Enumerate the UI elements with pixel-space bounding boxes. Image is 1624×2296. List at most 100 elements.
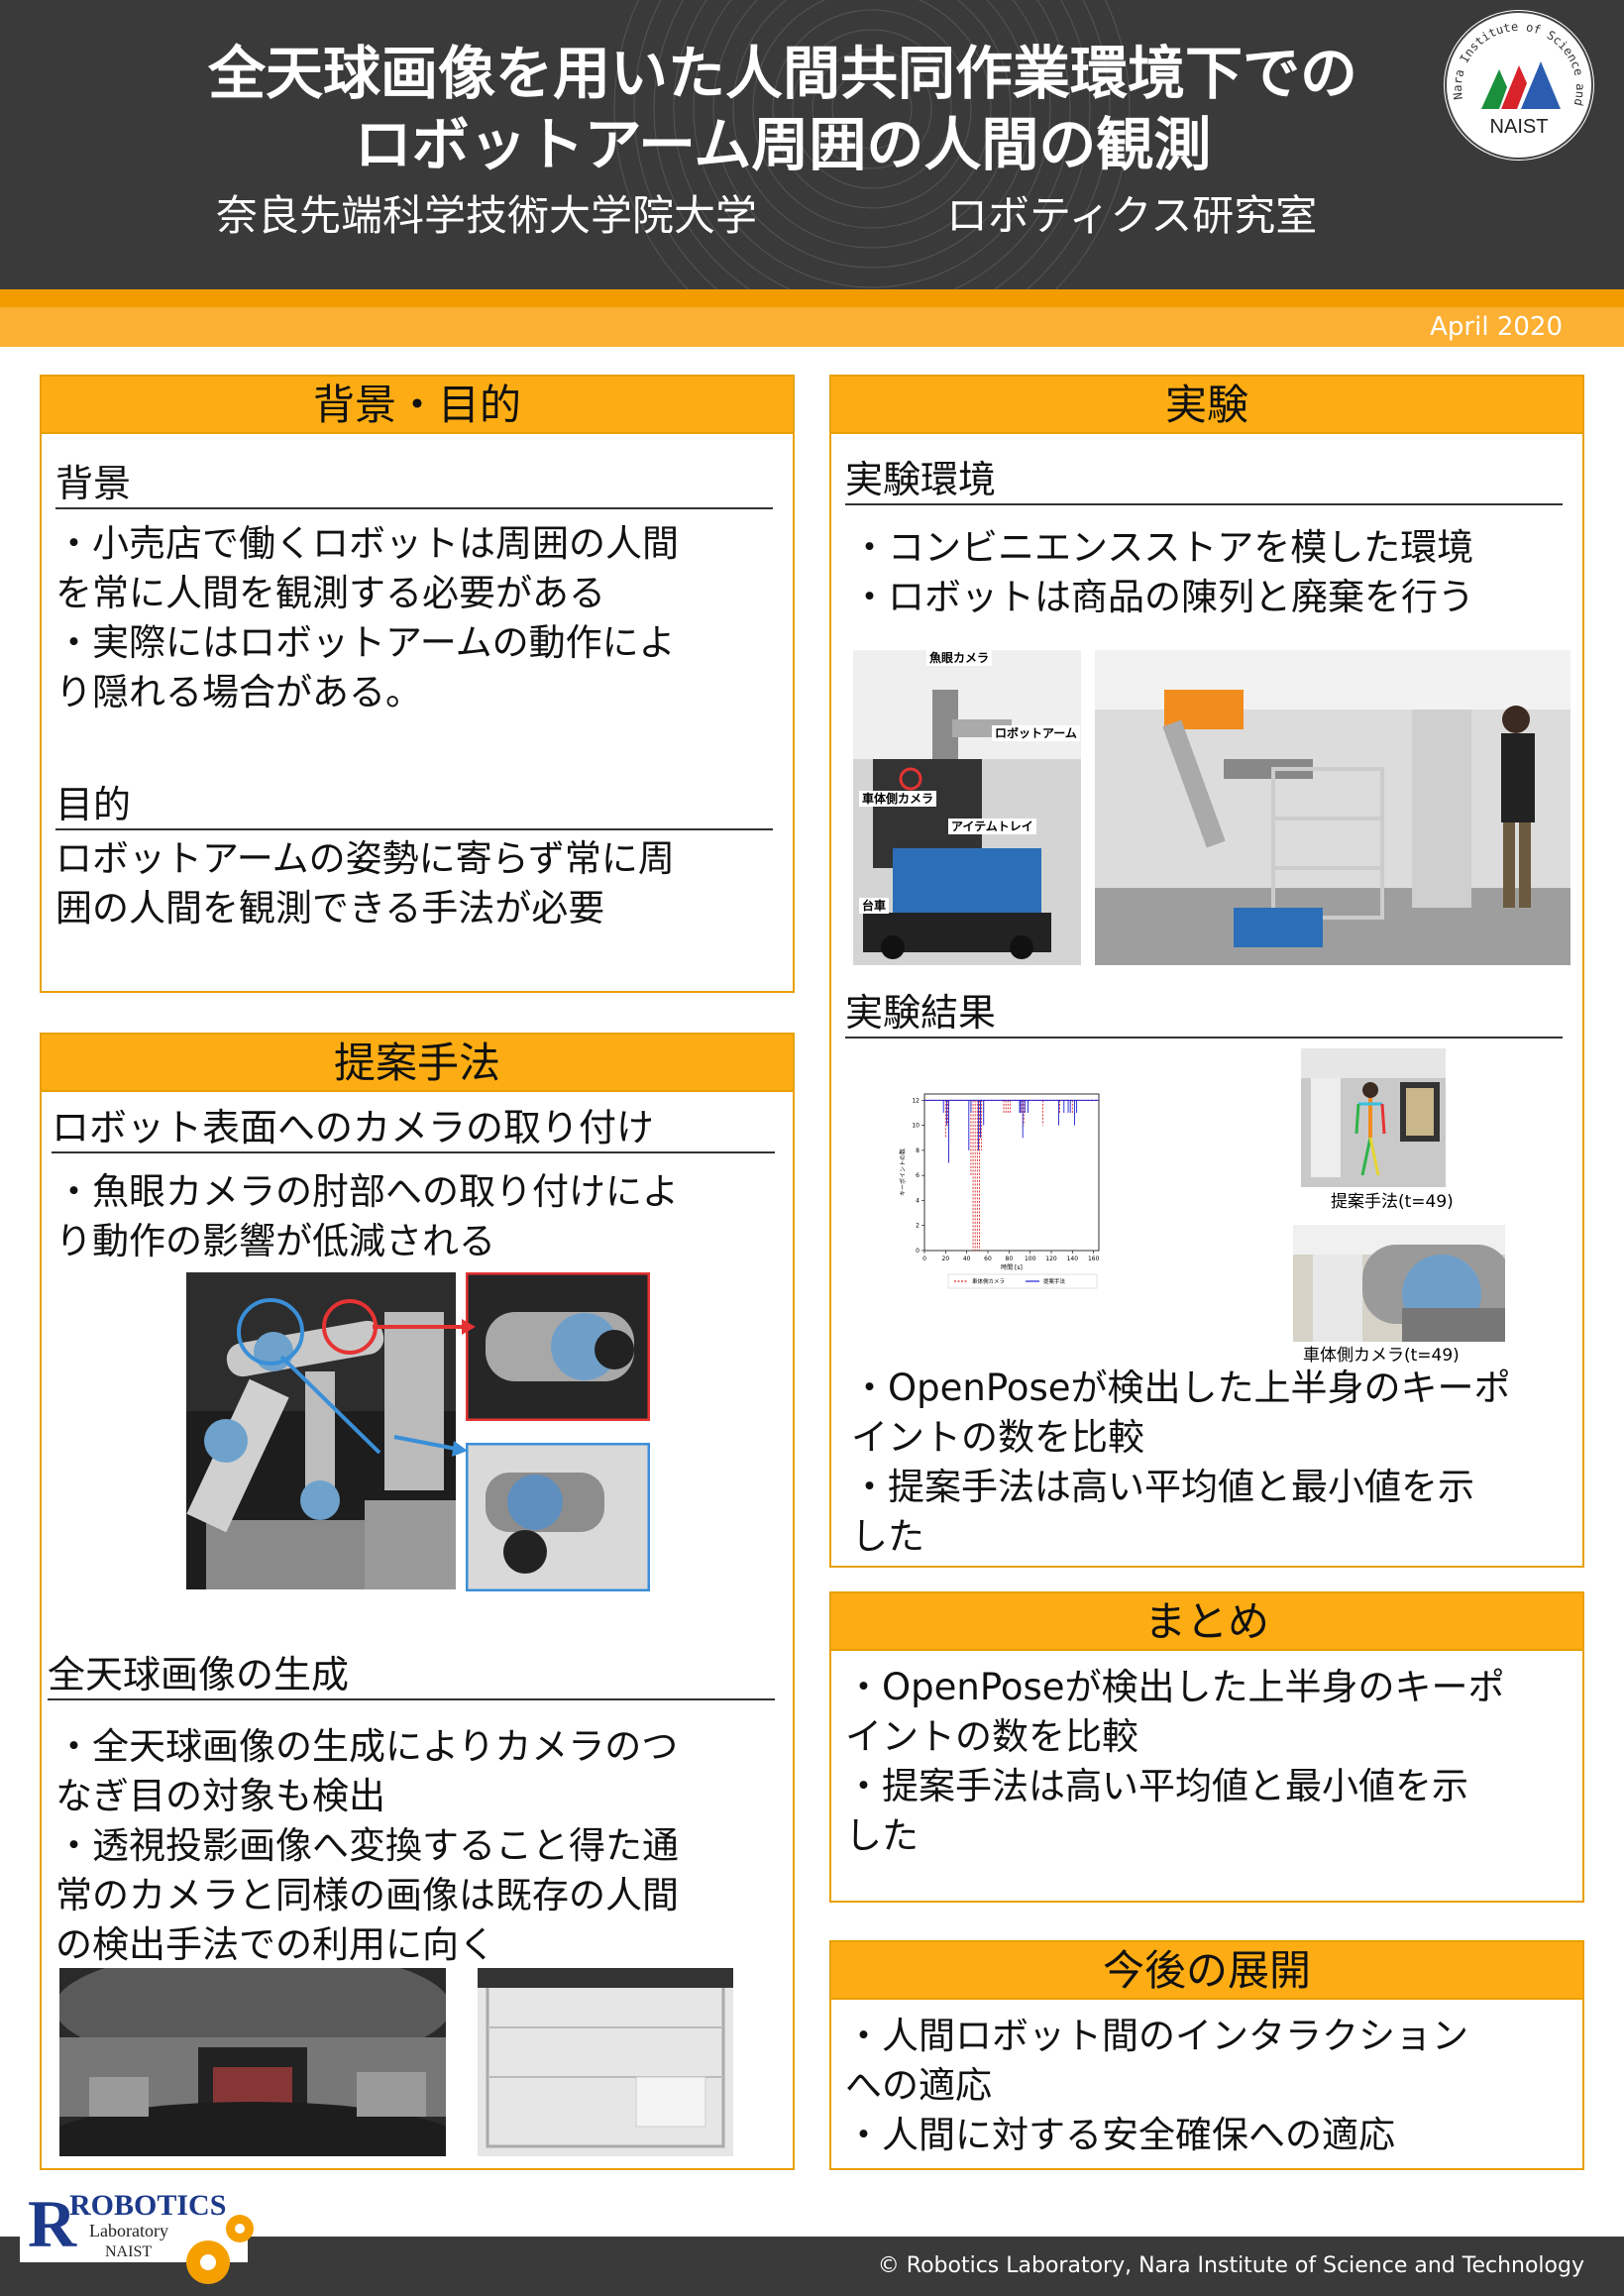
experiment-heading: 実験 — [831, 377, 1582, 434]
camera-mount-line: り動作の影響が低減される — [55, 1220, 495, 1262]
x-axis-label: 時間 [s] — [1001, 1263, 1023, 1271]
background-heading: 背景・目的 — [42, 377, 793, 434]
results-line: イントの数を比較 — [851, 1416, 1144, 1459]
results-text: ・OpenPoseが検出した上半身のキーポ イントの数を比較 ・提案手法は高い平… — [851, 1364, 1511, 1562]
summary-line: した — [845, 1814, 919, 1857]
environment-line: ・コンビニエンスストアを模した環境 — [851, 526, 1474, 569]
svg-text:R: R — [28, 2186, 77, 2261]
x-tick-label: 60 — [984, 1256, 992, 1262]
legend-label: 提案手法 — [1043, 1277, 1066, 1285]
robot-arm-photo — [186, 1272, 456, 1589]
goal-text: ロボットアームの姿勢に寄らず常に周 囲の人間を観測できる手法が必要 — [55, 834, 675, 933]
legend-label: 車体側カメラ — [972, 1277, 1005, 1285]
header-accent-bar — [0, 289, 1624, 307]
omni-image-line: なぎ目の対象も検出 — [55, 1775, 385, 1817]
omni-image-line: ・透視投影画像へ変換すること得た通 — [55, 1824, 679, 1867]
omni-image-subtitle: 全天球画像の生成 — [48, 1651, 775, 1700]
copyright-text: © Robotics Laboratory, Nara Institute of… — [877, 2253, 1584, 2278]
background-line: り隠れる場合がある。 — [55, 671, 422, 713]
callout-arrows — [373, 1319, 476, 1457]
goal-line: ロボットアームの姿勢に寄らず常に周 — [55, 837, 675, 880]
poster-footer: © Robotics Laboratory, Nara Institute of… — [0, 2237, 1624, 2296]
future-text: ・人間ロボット間のインタラクション への適応 ・人間に対する安全確保への適応 — [845, 2012, 1468, 2160]
experiment-panel: 実験 実験環境 ・コンビニエンスストアを模した環境 ・ロボットは商品の陳列と廃棄… — [829, 375, 1584, 1568]
future-heading: 今後の展開 — [831, 1942, 1582, 2000]
background-text: ・小売店で働くロボットは周囲の人間 を常に人間を観測する必要がある ・実際にはロ… — [55, 519, 679, 717]
chart-plot-frame — [923, 1093, 1100, 1252]
goal-subtitle: 目的 — [55, 781, 773, 830]
naist-logo-text: NAIST — [1490, 116, 1549, 138]
robot-platform-photo — [853, 650, 1081, 965]
x-tick-label: 100 — [1025, 1256, 1036, 1262]
omni-image-line: 常のカメラと同様の画像は既存の人間 — [55, 1874, 679, 1916]
perspective-image — [478, 1968, 733, 2156]
decorative-rings — [613, 0, 1131, 289]
background-panel: 背景・目的 背景 ・小売店で働くロボットは周囲の人間 を常に人間を観測する必要が… — [40, 375, 795, 993]
summary-line: ・提案手法は高い平均値と最小値を示 — [845, 1765, 1468, 1807]
environment-subtitle: 実験環境 — [845, 456, 1563, 505]
naist-logo: Nara Institute of Science and Technology… — [1442, 8, 1594, 161]
lab-logo-naist: NAIST — [105, 2243, 152, 2260]
lab-name: ロボティクス研究室 — [946, 191, 1318, 240]
label-robot-arm: ロボットアーム — [992, 725, 1080, 741]
y-tick-label: 2 — [916, 1223, 920, 1230]
proposed-method-caption: 提案手法(t=49) — [1331, 1192, 1454, 1212]
label-item-tray: アイテムトレイ — [948, 819, 1036, 834]
x-tick-label: 120 — [1045, 1256, 1057, 1262]
poster-title-line1: 全天球画像を用いた人間共同作業環境下での — [207, 40, 1357, 107]
x-tick-label: 20 — [942, 1256, 950, 1262]
x-tick-label: 160 — [1088, 1256, 1100, 1262]
future-line: への適応 — [845, 2064, 992, 2107]
body-camera-caption: 車体側カメラ(t=49) — [1303, 1346, 1460, 1366]
results-line: した — [851, 1515, 924, 1558]
summary-line: ・OpenPoseが検出した上半身のキーポ — [845, 1666, 1505, 1708]
x-tick-label: 140 — [1067, 1256, 1079, 1262]
fisheye-closeup-red — [466, 1272, 650, 1421]
chart-legend-box — [947, 1273, 1098, 1289]
omnidirectional-image — [59, 1968, 446, 2156]
omni-image-text: ・全天球画像の生成によりカメラのつ なぎ目の対象も検出 ・透視投影画像へ変換する… — [55, 1722, 679, 1970]
background-line: ・実際にはロボットアームの動作によ — [55, 621, 676, 664]
future-line: ・人間に対する安全確保への適応 — [845, 2114, 1395, 2156]
fisheye-closeup-blue — [466, 1443, 650, 1591]
poster-title-line2: ロボットアーム周囲の人間の観測 — [354, 111, 1212, 178]
poster-date: April 2020 — [1430, 312, 1563, 342]
x-tick-label: 40 — [963, 1256, 971, 1262]
summary-text: ・OpenPoseが検出した上半身のキーポ イントの数を比較 ・提案手法は高い平… — [845, 1663, 1505, 1861]
omni-image-line: の検出手法での利用に向く — [55, 1923, 495, 1966]
y-tick-label: 10 — [912, 1123, 920, 1130]
future-panel: 今後の展開 ・人間ロボット間のインタラクション への適応 ・人間に対する安全確保… — [829, 1940, 1584, 2170]
goal-line: 囲の人間を観測できる手法が必要 — [55, 887, 605, 929]
background-line: を常に人間を観測する必要がある — [55, 572, 605, 614]
body-camera-frame — [1293, 1225, 1505, 1342]
summary-panel: まとめ ・OpenPoseが検出した上半身のキーポ イントの数を比較 ・提案手法… — [829, 1591, 1584, 1903]
label-body-camera: 車体側カメラ — [859, 791, 937, 807]
environment-text: ・コンビニエンスストアを模した環境 ・ロボットは商品の陳列と廃棄を行う — [851, 523, 1474, 622]
y-tick-label: 4 — [916, 1197, 920, 1204]
y-tick-label: 12 — [912, 1097, 920, 1104]
lab-logo-sub: Laboratory — [89, 2221, 168, 2241]
method-heading: 提案手法 — [42, 1035, 793, 1092]
camera-mount-subtitle: ロボット表面へのカメラの取り付け — [52, 1104, 775, 1153]
proposed-method-frame — [1301, 1048, 1446, 1187]
results-line: ・OpenPoseが検出した上半身のキーポ — [851, 1367, 1511, 1409]
date-band: April 2020 — [0, 307, 1624, 347]
results-subtitle: 実験結果 — [845, 989, 1563, 1039]
summary-line: イントの数を比較 — [845, 1715, 1138, 1758]
label-fisheye-camera: 魚眼カメラ — [926, 650, 993, 666]
poster-header: 全天球画像を用いた人間共同作業環境下での ロボットアーム周囲の人間の観測 奈良先… — [0, 0, 1624, 289]
robotics-lab-logo: R ROBOTICS Laboratory NAIST — [20, 2175, 254, 2284]
camera-mount-line: ・魚眼カメラの肘部への取り付けによ — [55, 1170, 679, 1213]
background-subtitle: 背景 — [55, 460, 773, 509]
background-line: ・小売店で働くロボットは周囲の人間 — [55, 522, 679, 565]
university-name: 奈良先端科学技術大学院大学 — [216, 191, 758, 240]
method-panel: 提案手法 ロボット表面へのカメラの取り付け ・魚眼カメラの肘部への取り付けによ … — [40, 1033, 795, 2170]
future-line: ・人間ロボット間のインタラクション — [845, 2015, 1468, 2057]
y-axis-label: キーポイントの数 — [899, 1148, 907, 1196]
results-line: ・提案手法は高い平均値と最小値を示 — [851, 1466, 1474, 1508]
y-tick-label: 6 — [916, 1172, 920, 1179]
environment-photo — [1095, 650, 1570, 965]
y-tick-label: 8 — [916, 1148, 920, 1154]
label-cart: 台車 — [859, 898, 890, 914]
